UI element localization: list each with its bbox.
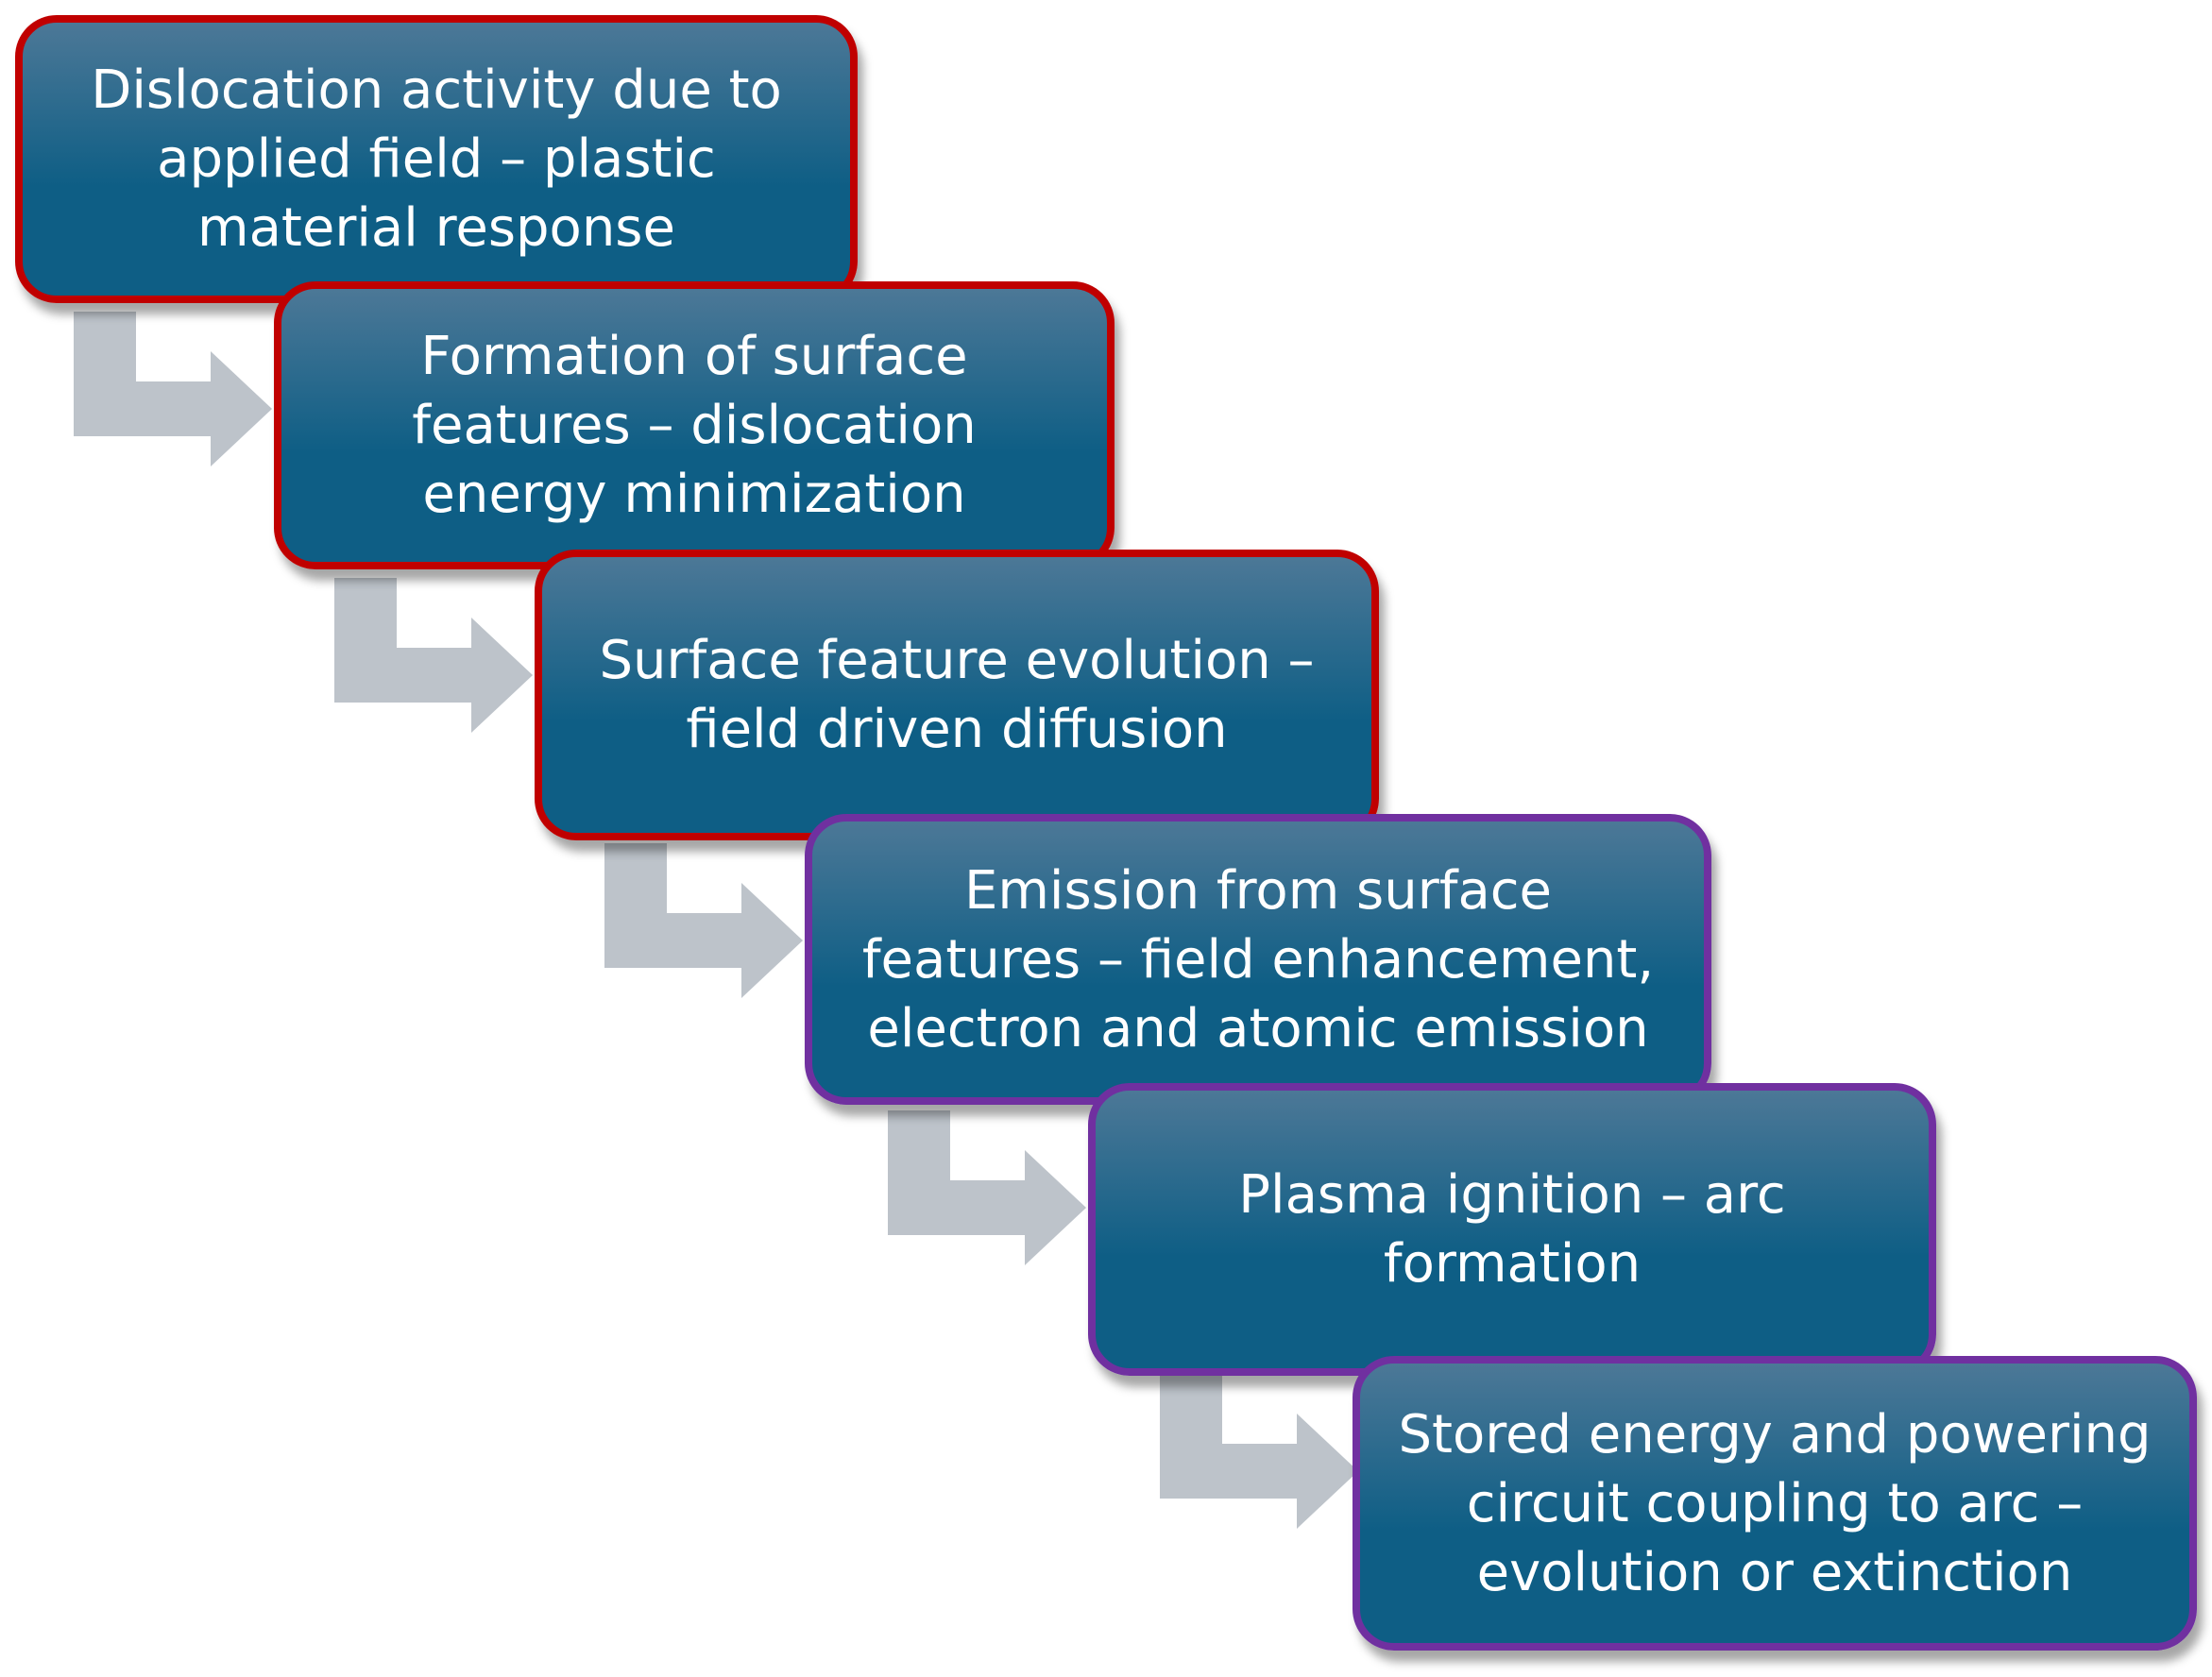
step-text-line: applied field – plastic xyxy=(157,128,716,190)
bent-arrow-icon xyxy=(604,843,803,998)
step-text-line: Plasma ignition – arc xyxy=(1238,1164,1786,1226)
step-text-line: Formation of surface xyxy=(420,326,968,387)
bent-arrow-icon xyxy=(74,312,272,466)
step-text-line: Surface feature evolution – xyxy=(599,630,1315,691)
step-text-line: material response xyxy=(197,197,675,259)
step-text-line: Dislocation activity due to xyxy=(91,59,782,121)
step-text-line: electron and atomic emission xyxy=(867,997,1649,1059)
step-box-plasma-ignition: Plasma ignition – arc formation xyxy=(1088,1083,1936,1376)
step-box-stored-energy: Stored energy and powering circuit coupl… xyxy=(1353,1356,2197,1651)
step-box-emission: Emission from surface features – field e… xyxy=(805,814,1711,1105)
step-text-line: features – dislocation xyxy=(412,395,977,456)
step-text: Dislocation activity due to applied fiel… xyxy=(51,56,822,263)
step-text-line: field driven diffusion xyxy=(686,699,1228,760)
step-box-surface-feature-evolution: Surface feature evolution – field driven… xyxy=(535,550,1379,840)
step-text: Surface feature evolution – field driven… xyxy=(570,626,1343,764)
step-text: Plasma ignition – arc formation xyxy=(1124,1160,1900,1298)
step-text-line: circuit coupling to arc – xyxy=(1466,1472,2084,1534)
step-box-surface-feature-formation: Formation of surface features – dislocat… xyxy=(274,281,1115,569)
step-text: Stored energy and powering circuit coupl… xyxy=(1388,1400,2161,1607)
step-text-line: evolution or extinction xyxy=(1476,1541,2073,1603)
bent-arrow-icon xyxy=(334,578,533,733)
step-text-line: energy minimization xyxy=(422,464,966,525)
bent-arrow-icon xyxy=(1160,1374,1358,1529)
bent-arrow-icon xyxy=(888,1110,1086,1265)
step-text-line: Emission from surface xyxy=(963,859,1553,922)
step-text-line: features – field enhancement, xyxy=(861,928,1655,991)
step-box-dislocation-activity: Dislocation activity due to applied fiel… xyxy=(15,15,858,303)
step-text: Emission from surface features – field e… xyxy=(841,856,1676,1063)
step-text: Formation of surface features – dislocat… xyxy=(310,322,1079,529)
step-text-line: Stored energy and powering xyxy=(1398,1403,2152,1465)
step-text-line: formation xyxy=(1383,1233,1642,1295)
